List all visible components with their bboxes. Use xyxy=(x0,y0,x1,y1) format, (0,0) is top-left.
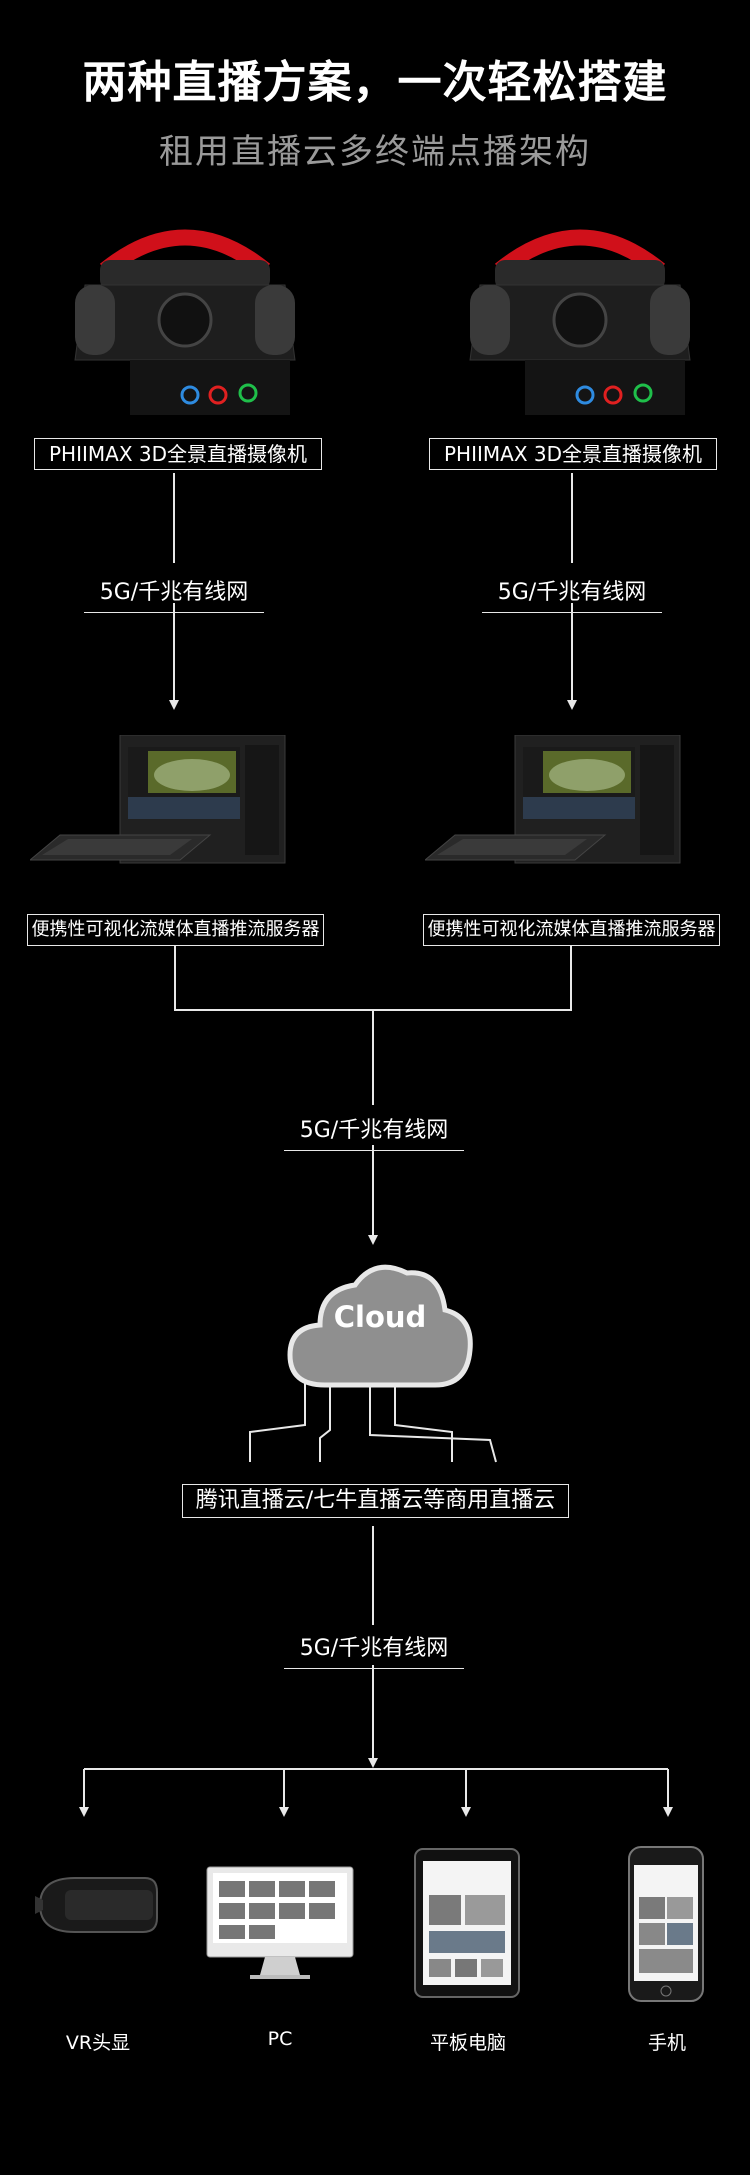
camera-label-right: PHIIMAX 3D全景直播摄像机 xyxy=(429,438,717,470)
camera-icon xyxy=(469,229,691,415)
network-label-bottom: 5G/千兆有线网 xyxy=(284,1630,464,1669)
server-label-left: 便携性可视化流媒体直播推流服务器 xyxy=(27,914,324,946)
cloud-branch-4 xyxy=(369,1380,497,1463)
connector-servers-merge xyxy=(174,946,572,1011)
device-label-tablet: 平板电脑 xyxy=(429,2032,506,2054)
vr-headset-icon xyxy=(35,1877,158,1933)
monitor-icon xyxy=(206,1866,354,1979)
cloud-branch-1 xyxy=(249,1380,306,1462)
server-laptop-icon xyxy=(30,735,286,864)
network-label-left: 5G/千兆有线网 xyxy=(84,574,264,613)
device-label-vr: VR头显 xyxy=(65,2032,131,2054)
camera-label-left: PHIIMAX 3D全景直播摄像机 xyxy=(34,438,322,470)
cloud-icon xyxy=(287,1264,473,1388)
cloud-branch-2 xyxy=(319,1380,331,1462)
page-title: 两种直播方案，一次轻松搭建 xyxy=(82,57,668,108)
device-label-pc: PC xyxy=(267,2028,293,2050)
cloud-services-label: 腾讯直播云/七牛直播云等商用直播云 xyxy=(182,1484,569,1518)
cloud-branch-3 xyxy=(394,1380,453,1462)
server-label-right: 便携性可视化流媒体直播推流服务器 xyxy=(423,914,720,946)
network-label-right: 5G/千兆有线网 xyxy=(482,574,662,613)
server-laptop-icon xyxy=(425,735,681,864)
tablet-icon xyxy=(414,1848,520,1998)
phone-icon xyxy=(628,1846,704,2002)
page-subtitle: 租用直播云多终端点播架构 xyxy=(159,132,591,172)
network-label-center: 5G/千兆有线网 xyxy=(284,1112,464,1151)
device-label-phone: 手机 xyxy=(647,2032,686,2054)
cloud-text: Cloud xyxy=(333,1300,427,1334)
camera-icon xyxy=(74,229,296,415)
